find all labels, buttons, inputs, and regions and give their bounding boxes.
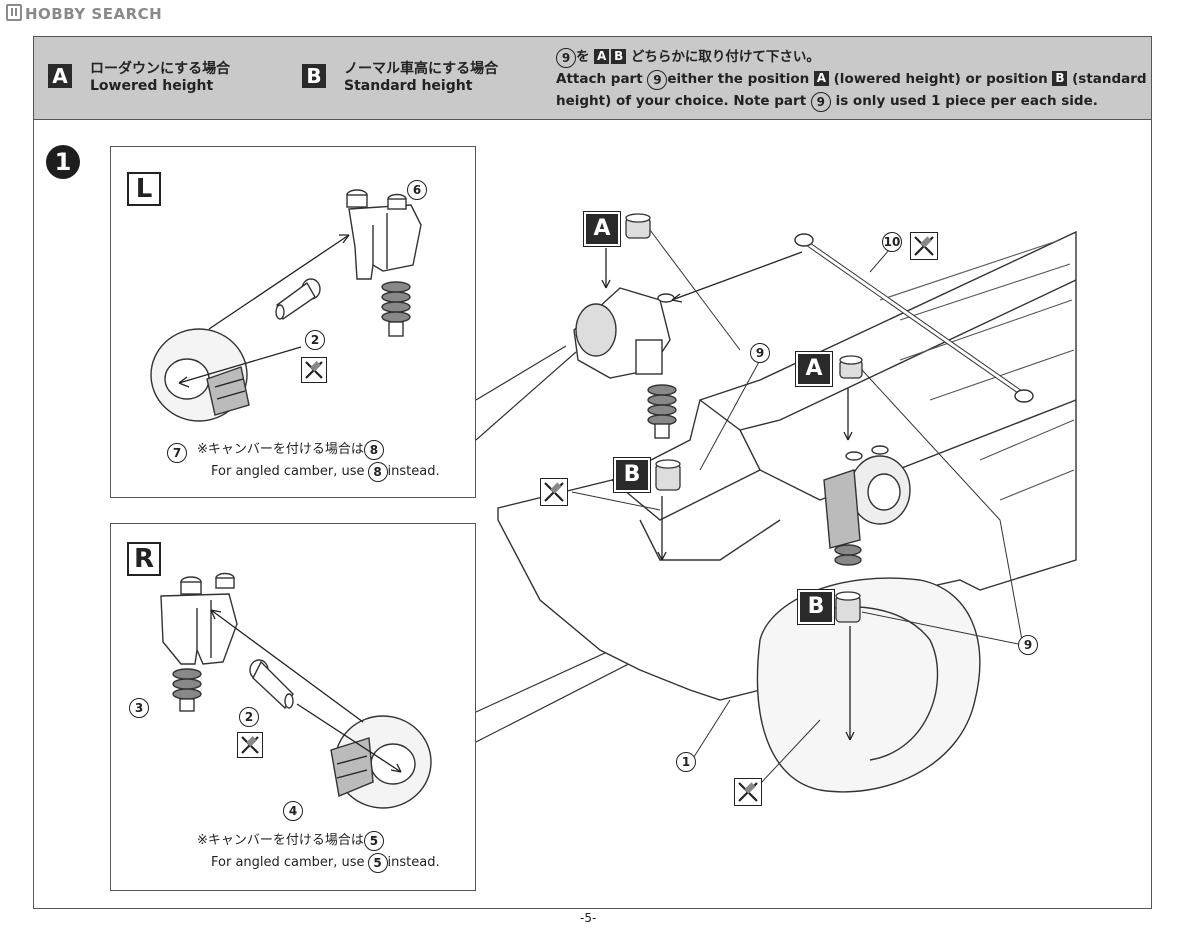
main-tag-a-rear: A <box>795 351 833 387</box>
note-tag-a2: A <box>813 71 829 86</box>
note-en-3: (lowered height) or position <box>833 71 1048 87</box>
option-a-tag: A <box>48 64 72 88</box>
note-tag-b: B <box>611 49 627 64</box>
option-a-en: Lowered height <box>90 78 214 94</box>
glue-icon <box>734 778 762 806</box>
main-tag-b-rear: B <box>797 589 835 625</box>
panel-left: L <box>110 146 476 498</box>
glue-icon <box>540 478 568 506</box>
watermark: HOBBY SEARCH <box>6 4 162 23</box>
left-camber-en-2: instead. <box>387 464 440 479</box>
right-assembly-illustration <box>160 572 432 809</box>
right-camber-part: 5 <box>363 831 384 851</box>
main-tag-a-front: A <box>583 211 621 247</box>
right-callout-2: 2 <box>239 707 259 727</box>
glue-icon <box>910 232 938 260</box>
left-callout-2: 2 <box>305 330 325 350</box>
left-camber-jp: ※キャンバーを付ける場合は <box>197 442 364 457</box>
main-callout-10: 10 <box>882 232 902 252</box>
note-part-9: 9 <box>556 48 576 68</box>
option-a-jp: ローダウンにする場合 <box>90 61 231 77</box>
panel-left-label: L <box>127 172 161 206</box>
note-en-5: height) of your choice. Note part <box>556 93 807 109</box>
left-camber-en-1: For angled camber, use <box>211 464 365 479</box>
option-b-en: Standard height <box>344 78 473 94</box>
left-knuckle-part <box>346 189 422 337</box>
note-part-9b: 9 <box>647 70 668 90</box>
left-disc-part <box>150 328 250 422</box>
right-disc-part <box>330 715 432 809</box>
right-callout-4: 4 <box>283 801 303 821</box>
page-number: -5- <box>580 911 597 925</box>
panel-right: R <box>110 523 476 891</box>
note-tag-b2: B <box>1052 71 1068 86</box>
note-jp-particle: を <box>576 49 590 65</box>
option-b-jp: ノーマル車高にする場合 <box>344 61 499 77</box>
left-pin-part <box>275 278 321 321</box>
left-assembly-arrows <box>178 234 350 388</box>
note-jp-tail: どちらかに取り付けて下さい。 <box>630 49 820 65</box>
panel-right-label: R <box>127 542 161 576</box>
note-en-2: either the position <box>667 71 810 87</box>
note-en-6: is only used 1 piece per each side. <box>835 93 1098 109</box>
header-band <box>33 36 1152 120</box>
main-callout-1: 1 <box>676 752 696 772</box>
step-number: 1 <box>46 145 80 179</box>
glue-icon <box>301 357 327 383</box>
option-b-tag: B <box>302 64 326 88</box>
main-tag-b-front: B <box>613 457 651 493</box>
note-tag-a: A <box>594 49 610 64</box>
note-en-1: Attach part <box>556 71 643 87</box>
right-callout-3: 3 <box>129 698 149 718</box>
left-camber-part-b: 8 <box>367 462 388 482</box>
note-en-4: (standard <box>1072 71 1147 87</box>
right-assembly-arrows <box>210 609 402 773</box>
main-callout-9-front: 9 <box>750 343 770 363</box>
left-assembly-illustration <box>150 189 422 422</box>
note-part-9c: 9 <box>810 92 831 112</box>
right-camber-en-1: For angled camber, use <box>211 855 365 870</box>
right-camber-jp: ※キャンバーを付ける場合は <box>197 833 364 848</box>
glue-icon <box>237 732 263 758</box>
watermark-text: HOBBY SEARCH <box>25 5 163 23</box>
left-camber-part: 8 <box>363 440 384 460</box>
right-camber-en-2: instead. <box>387 855 440 870</box>
watermark-logo-icon <box>6 4 22 21</box>
left-callout-6: 6 <box>407 180 427 200</box>
left-callout-7: 7 <box>167 443 187 463</box>
right-camber-part-b: 5 <box>367 853 388 873</box>
right-knuckle-part <box>160 572 238 712</box>
main-callout-9-rear: 9 <box>1018 635 1038 655</box>
right-pin-part <box>249 659 294 710</box>
